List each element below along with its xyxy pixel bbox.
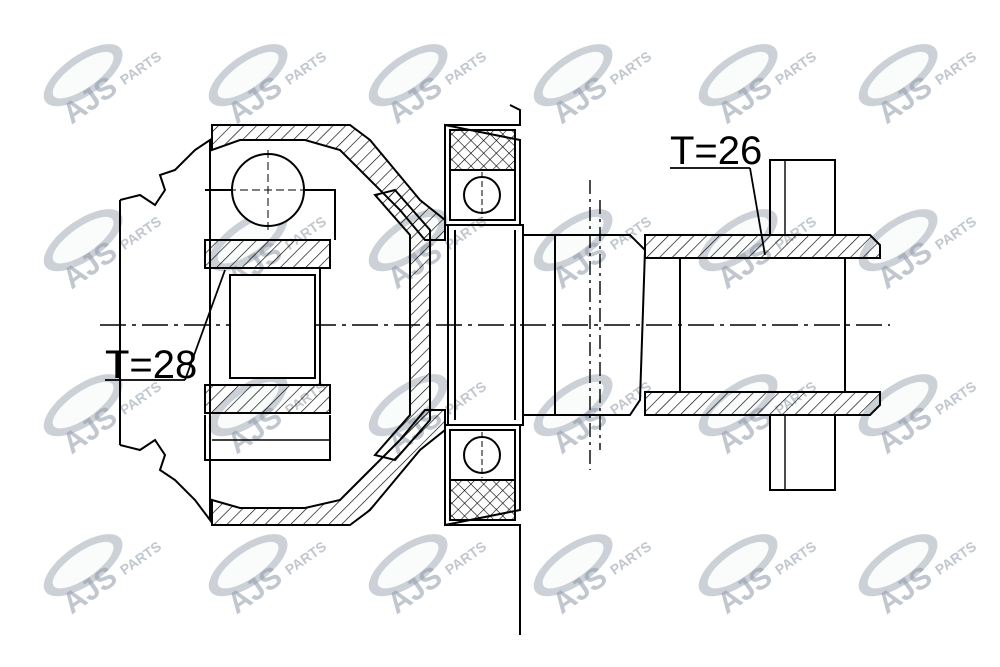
callout-t28: T=28 [105,343,197,387]
watermark-sub: PARTS [932,538,979,578]
watermark-sub: PARTS [607,48,654,88]
watermark-sub: PARTS [442,378,489,418]
bearing-inner-ring [447,224,524,426]
watermark-sub: PARTS [117,213,164,253]
spline-shaft-top [644,234,881,259]
watermark-sub: PARTS [772,538,819,578]
bearing-race-bottom [449,479,516,521]
bearing-race-top [449,129,516,171]
watermark-sub: PARTS [117,48,164,88]
boot-outline [119,138,211,523]
inner-race-bottom [204,384,331,414]
watermark-sub: PARTS [607,538,654,578]
watermark-sub: PARTS [932,378,979,418]
watermark-sub: PARTS [282,48,329,88]
watermark-sub: PARTS [932,48,979,88]
drawing-lines [100,104,890,635]
right-flange-top [769,159,836,235]
watermark-sub: PARTS [282,538,329,578]
right-flange-bottom [769,415,836,491]
bell-wall-section [373,188,431,462]
inner-race-top [204,239,331,269]
watermark-sub: PARTS [442,48,489,88]
stub-shaft [523,234,556,416]
watermark-sub: PARTS [772,48,819,88]
callout-t26: T=26 [670,129,762,173]
spline-shaft-bottom [644,391,881,416]
watermark-sub: PARTS [442,538,489,578]
watermark-sub: PARTS [932,213,979,253]
watermark-sub: PARTS [117,538,164,578]
